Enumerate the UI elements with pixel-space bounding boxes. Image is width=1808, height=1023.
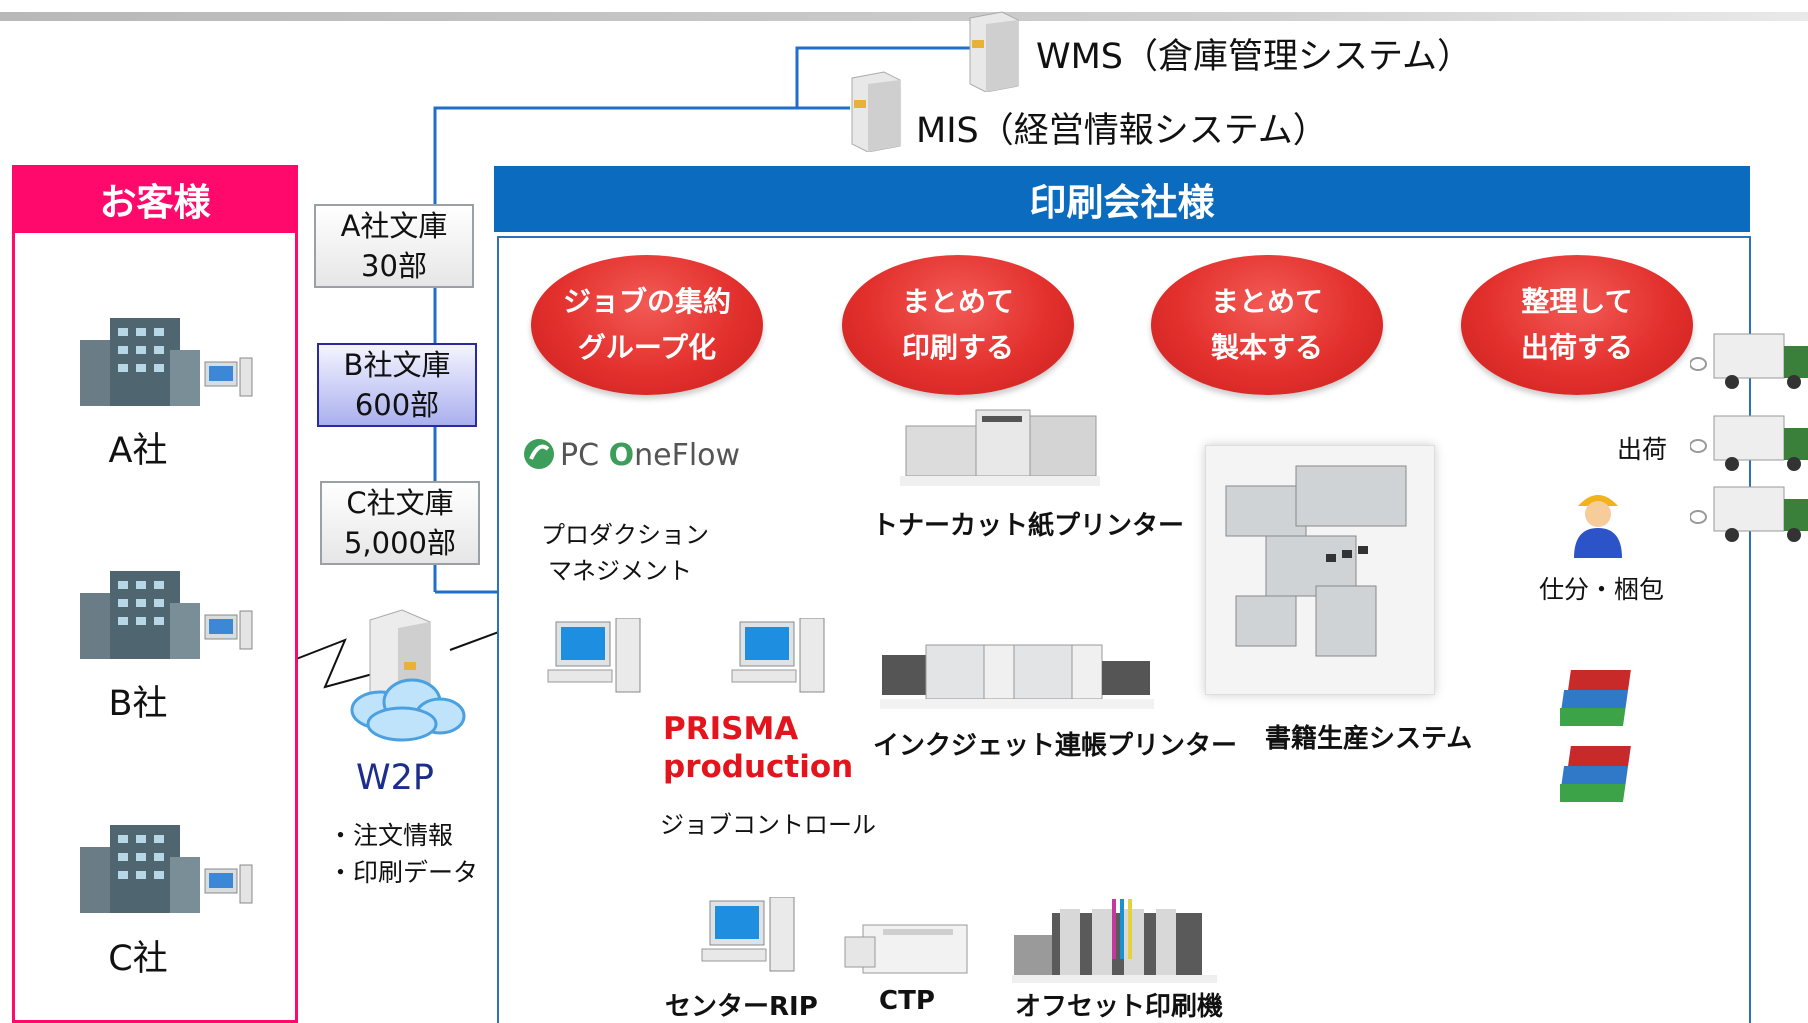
- book-production-system-image: [1205, 445, 1435, 695]
- prisma-subtitle: production: [663, 749, 854, 785]
- oneflow-logo-icon: [522, 437, 556, 471]
- ctp-label: CTP: [879, 986, 935, 1016]
- books-stack-icon-2: [1557, 738, 1638, 810]
- production-mgmt-pc-icon: [546, 617, 646, 694]
- w2p-cloud-server-icon: [340, 606, 470, 746]
- mis-label: MIS（経営情報システム）: [916, 111, 1328, 151]
- step-job-aggregation-line1: ジョブの集約: [562, 285, 731, 318]
- w2p-label: W2P: [356, 758, 434, 798]
- delivery-truck-icon-2: [1689, 410, 1808, 476]
- company-b-label: B社: [108, 684, 168, 724]
- step-batch-bind-line1: まとめて: [1210, 285, 1323, 318]
- mis-server-icon: [842, 70, 904, 153]
- stock-box-a-title: A社文庫: [340, 209, 448, 243]
- offset-press-label: オフセット印刷機: [1015, 992, 1224, 1022]
- prisma-pc-icon: [730, 617, 830, 694]
- print-company-header: 印刷会社様: [494, 166, 1750, 232]
- inkjet-printer-image: [880, 625, 1154, 713]
- sort-pack-label: 仕分・梱包: [1539, 575, 1665, 604]
- production-mgmt-line1: プロダクション: [541, 521, 709, 549]
- oneflow-suffix: neFlow: [634, 438, 741, 473]
- company-a-label: A社: [108, 431, 168, 471]
- company-a-building-icon: [80, 310, 255, 410]
- stock-box-c-title: C社文庫: [346, 486, 454, 520]
- step-batch-print-line2: 印刷する: [901, 331, 1014, 364]
- step-job-aggregation-line2: グループ化: [577, 331, 717, 364]
- customer-header: お客様: [12, 165, 298, 233]
- inkjet-printer-label: インクジェット連帳プリンター: [873, 731, 1238, 761]
- stock-box-c-qty: 5,000部: [343, 526, 457, 560]
- offset-press-image: [1012, 895, 1217, 987]
- prisma-caption: ジョブコントロール: [660, 811, 876, 839]
- ctp-machine-image: [843, 915, 975, 979]
- stock-box-b-title: B社文庫: [343, 348, 451, 382]
- stock-box-a: A社文庫 30部: [314, 204, 474, 288]
- company-b-building-icon: [80, 563, 255, 663]
- oneflow-prefix: PC: [560, 438, 609, 473]
- oneflow-highlight: O: [608, 438, 635, 473]
- toner-printer-image: [900, 400, 1100, 488]
- w2p-item-order-info: ・注文情報: [328, 821, 454, 850]
- step-batch-print: まとめて 印刷する: [842, 255, 1074, 395]
- book-production-label: 書籍生産システム: [1265, 724, 1473, 754]
- step-batch-bind-line2: 製本する: [1210, 331, 1323, 364]
- center-rip-pc-icon: [700, 896, 800, 973]
- delivery-truck-icon-1: [1689, 328, 1808, 394]
- shipping-label: 出荷: [1617, 435, 1668, 464]
- center-rip-label: センターRIP: [665, 992, 818, 1022]
- step-batch-print-line1: まとめて: [901, 285, 1014, 318]
- stock-box-c: C社文庫 5,000部: [320, 481, 480, 565]
- step-sort-ship: 整理して 出荷する: [1461, 255, 1693, 395]
- wms-label: WMS（倉庫管理システム）: [1036, 37, 1472, 77]
- step-sort-ship-line2: 出荷する: [1520, 331, 1633, 364]
- company-c-building-icon: [80, 817, 255, 917]
- wms-server-icon: [960, 10, 1022, 93]
- stock-box-b-qty: 600部: [354, 388, 440, 422]
- oneflow-logo-text: PC OneFlow: [560, 438, 740, 473]
- top-divider: [0, 12, 1808, 21]
- w2p-item-print-data: ・印刷データ: [328, 858, 479, 887]
- company-c-label: C社: [108, 939, 168, 979]
- worker-icon: [1568, 486, 1628, 558]
- step-sort-ship-line1: 整理して: [1521, 285, 1633, 318]
- delivery-truck-icon-3: [1689, 481, 1808, 547]
- toner-printer-label: トナーカット紙プリンター: [872, 511, 1185, 541]
- step-batch-bind: まとめて 製本する: [1151, 255, 1383, 395]
- stock-box-a-qty: 30部: [361, 249, 427, 283]
- books-stack-icon-1: [1557, 662, 1638, 734]
- production-mgmt-line2: マネジメント: [548, 557, 692, 585]
- step-job-aggregation: ジョブの集約 グループ化: [531, 255, 763, 395]
- stock-box-b: B社文庫 600部: [317, 343, 477, 427]
- prisma-title: PRISMA: [663, 711, 799, 747]
